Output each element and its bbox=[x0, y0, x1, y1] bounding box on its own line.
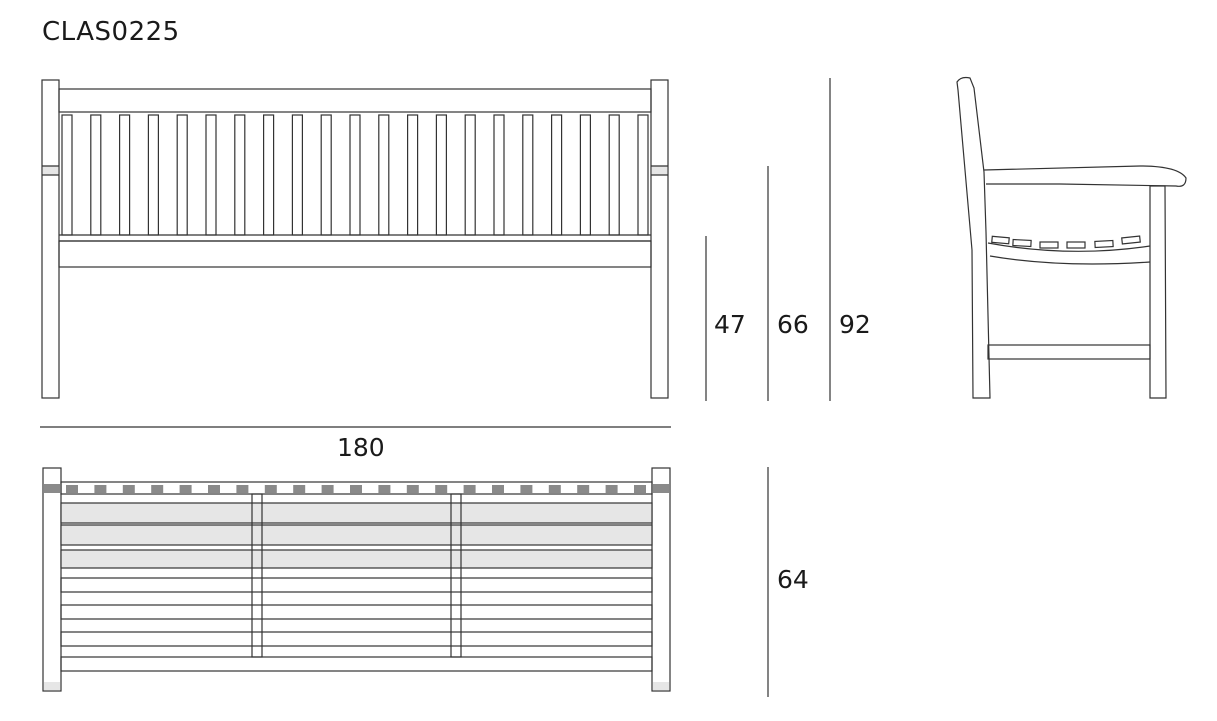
front-back-slat bbox=[176, 114, 188, 236]
front-back-slat bbox=[320, 114, 332, 236]
front-back-slat bbox=[550, 114, 563, 236]
model-code-title: CLAS0225 bbox=[42, 17, 180, 47]
front-back-slat bbox=[291, 114, 303, 236]
top-back-slat-end bbox=[94, 485, 107, 493]
side-seat-rail bbox=[989, 255, 1151, 265]
top-back-slat-end bbox=[520, 485, 533, 493]
top-back-slat-end bbox=[463, 485, 476, 493]
seat-height-label: 47 bbox=[714, 310, 746, 339]
top-back-slat-end bbox=[151, 485, 164, 493]
top-left-post bbox=[42, 467, 62, 692]
front-back-slat bbox=[464, 114, 476, 236]
front-top-rail bbox=[58, 88, 652, 113]
top-back-slat-end bbox=[577, 485, 590, 493]
front-right-post bbox=[650, 79, 669, 399]
front-back-slat bbox=[205, 114, 217, 236]
side-back-post bbox=[956, 76, 991, 399]
side-stretcher bbox=[987, 344, 1151, 360]
top-back-slat-end bbox=[378, 485, 391, 493]
front-back-slat bbox=[637, 114, 649, 236]
top-seat-slat bbox=[60, 577, 653, 593]
dimension-lines bbox=[40, 78, 831, 697]
front-back-slat bbox=[263, 114, 275, 236]
front-back-slat bbox=[378, 114, 390, 236]
front-back-slat bbox=[407, 114, 419, 236]
front-seat-rail bbox=[58, 240, 652, 268]
front-back-slat bbox=[61, 114, 73, 236]
top-back-slat-end bbox=[264, 485, 277, 493]
top-back-slat-end bbox=[435, 485, 448, 493]
top-back-slat-end bbox=[321, 485, 334, 493]
top-back-rail bbox=[60, 481, 653, 495]
top-view bbox=[42, 467, 671, 692]
front-back-slat bbox=[90, 114, 102, 236]
width-label: 180 bbox=[337, 433, 385, 462]
top-back-slat-end bbox=[406, 485, 419, 493]
top-back-slat-ends bbox=[66, 485, 646, 493]
front-view bbox=[41, 79, 669, 399]
front-left-arm-shade bbox=[43, 166, 58, 175]
front-back-slat bbox=[349, 114, 361, 236]
top-seat-slat bbox=[60, 549, 653, 569]
top-back-slat-end bbox=[122, 485, 135, 493]
front-back-slat bbox=[147, 114, 159, 236]
top-seat-slat bbox=[60, 604, 653, 620]
front-back-slat bbox=[493, 114, 505, 236]
top-seat-slat bbox=[60, 502, 653, 524]
front-back-slat bbox=[579, 114, 592, 236]
top-seat-slat bbox=[60, 524, 653, 546]
front-left-post bbox=[41, 79, 60, 399]
front-back-slat bbox=[234, 114, 246, 236]
side-seat-slats bbox=[991, 235, 1141, 249]
top-back-slat-end bbox=[605, 485, 618, 493]
top-back-slat-end bbox=[66, 485, 78, 493]
top-seat-slat bbox=[60, 631, 653, 647]
top-back-slat-end bbox=[293, 485, 306, 493]
front-back-slat bbox=[522, 114, 534, 236]
top-cross-supports bbox=[251, 493, 462, 658]
top-back-slat-end bbox=[548, 485, 561, 493]
top-seat-slat bbox=[60, 656, 653, 672]
top-back-slat-end bbox=[208, 485, 220, 493]
top-back-slat-end bbox=[236, 485, 249, 493]
depth-label: 64 bbox=[777, 565, 809, 594]
front-right-arm-shade bbox=[652, 166, 667, 175]
top-back-slat-end bbox=[634, 485, 646, 493]
total-height-label: 92 bbox=[839, 310, 871, 339]
front-back-slats bbox=[61, 114, 649, 236]
side-view bbox=[956, 76, 1187, 399]
top-back-slat-end bbox=[179, 485, 192, 493]
top-right-post bbox=[651, 467, 671, 692]
front-back-slat bbox=[608, 114, 620, 236]
arm-height-label: 66 bbox=[777, 310, 809, 339]
side-front-leg bbox=[1149, 185, 1167, 399]
top-seat-slats bbox=[60, 502, 653, 672]
top-back-slat-end bbox=[350, 485, 362, 493]
top-back-slat-end bbox=[492, 485, 504, 493]
side-armrest bbox=[983, 165, 1187, 187]
front-back-slat bbox=[435, 114, 447, 236]
front-back-slat bbox=[118, 114, 131, 236]
